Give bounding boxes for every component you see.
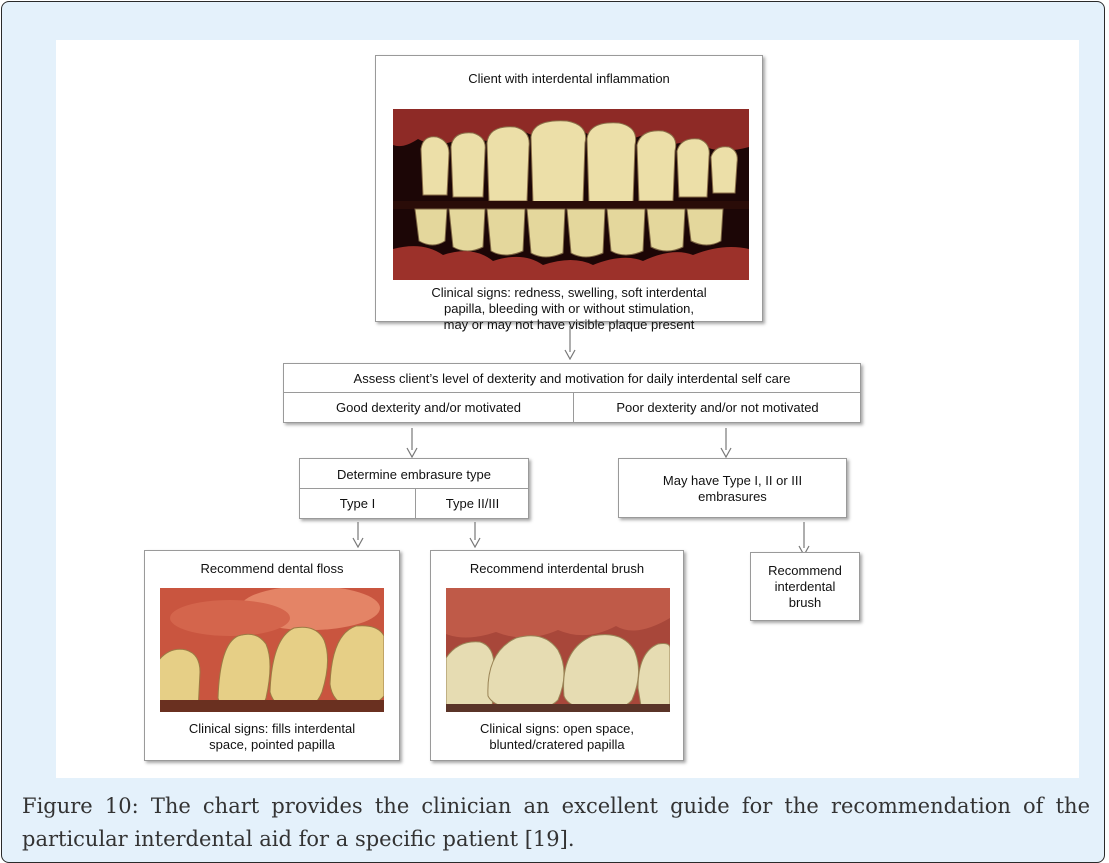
inflammation-title: Client with interdental inflammation xyxy=(376,71,762,87)
interdental-brush-title: Recommend interdental brush xyxy=(431,561,683,577)
arrow-down-icon xyxy=(469,522,481,548)
assess-box: Assess client’s level of dexterity and m… xyxy=(283,363,861,423)
inflammation-signs-2: papilla, bleeding with or without stimul… xyxy=(376,301,762,317)
arrow-down-icon xyxy=(720,428,732,458)
assess-title: Assess client’s level of dexterity and m… xyxy=(284,371,860,387)
dental-floss-photo xyxy=(160,588,384,712)
dental-floss-signs-1: Clinical signs: fills interdental xyxy=(145,721,399,737)
interdental-brush-box: Recommend interdental brush Clinical sig… xyxy=(430,550,684,761)
inflammation-box: Client with interdental inflammation xyxy=(375,55,763,322)
assess-good-dexterity: Good dexterity and/or motivated xyxy=(284,400,573,416)
interdental-brush-signs-2: blunted/cratered papilla xyxy=(431,737,683,753)
dental-floss-signs-2: space, pointed papilla xyxy=(145,737,399,753)
inflamed-teeth-photo xyxy=(393,109,749,280)
interdental-brush-signs-1: Clinical signs: open space, xyxy=(431,721,683,737)
dental-floss-title: Recommend dental floss xyxy=(145,561,399,577)
dental-floss-box: Recommend dental floss Clinical signs: f… xyxy=(144,550,400,761)
arrow-down-icon xyxy=(406,428,418,458)
arrow-down-icon xyxy=(798,522,810,556)
embrasure-type-i: Type I xyxy=(300,496,415,512)
recommend-brush-box: Recommend interdental brush xyxy=(750,552,860,621)
embrasure-types-line-1: May have Type I, II or III xyxy=(619,473,846,489)
flowchart: Client with interdental inflammation xyxy=(56,40,1079,778)
assess-poor-dexterity: Poor dexterity and/or not motivated xyxy=(573,400,862,416)
embrasure-types-line-2: embrasures xyxy=(619,489,846,505)
recommend-brush-line-3: brush xyxy=(751,595,859,611)
arrow-down-icon xyxy=(564,326,576,360)
interdental-brush-photo xyxy=(446,588,670,712)
figure-caption: Figure 10: The chart provides the clinic… xyxy=(22,790,1090,856)
embrasure-box: Determine embrasure type Type I Type II/… xyxy=(299,458,529,519)
inflammation-signs-1: Clinical signs: redness, swelling, soft … xyxy=(376,285,762,301)
embrasure-types-box: May have Type I, II or III embrasures xyxy=(618,458,847,518)
recommend-brush-line-1: Recommend xyxy=(751,563,859,579)
embrasure-title: Determine embrasure type xyxy=(300,467,528,483)
embrasure-type-ii-iii: Type II/III xyxy=(415,496,530,512)
arrow-down-icon xyxy=(352,522,364,548)
recommend-brush-line-2: interdental xyxy=(751,579,859,595)
